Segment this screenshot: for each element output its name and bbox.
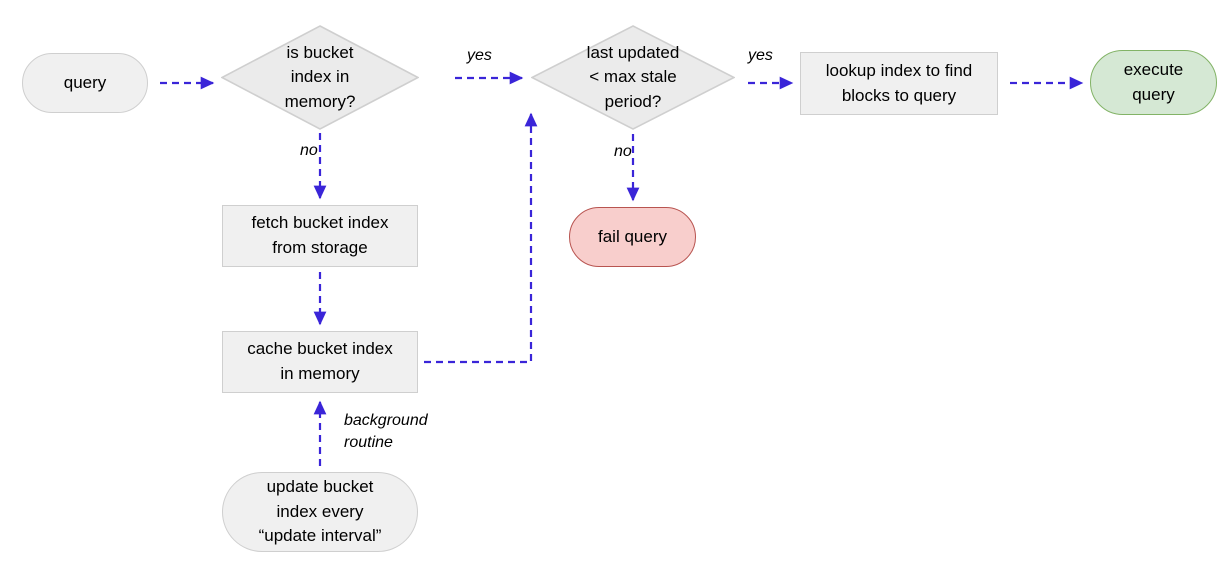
- edge-label-background-routine: background routine: [344, 412, 428, 451]
- node-fetch-bucket-index-label: fetch bucket index from storage: [251, 213, 389, 257]
- decision-diamond-shape: [531, 25, 735, 130]
- node-lookup-index-label: lookup index to find blocks to query: [825, 60, 973, 105]
- node-fetch-bucket-index-from-storage[interactable]: fetch bucket index from storage: [222, 205, 418, 267]
- node-update-bucket-index-label: update bucket index every “update interv…: [258, 477, 382, 546]
- node-is-bucket-index-in-memory-label: is bucket index in memory?: [284, 42, 356, 111]
- node-query[interactable]: query: [22, 53, 148, 113]
- node-query-label: query: [63, 72, 107, 92]
- node-last-updated-less-than-max-stale-period[interactable]: last updated < max stale period?: [531, 25, 735, 130]
- node-lookup-index-to-find-blocks[interactable]: lookup index to find blocks to query: [800, 52, 998, 115]
- edge-label-no-stale: no: [614, 143, 632, 160]
- node-last-updated-label: last updated < max stale period?: [586, 42, 680, 111]
- edge-cache-to-stale: [424, 112, 538, 364]
- node-cache-bucket-index-in-memory[interactable]: cache bucket index in memory: [222, 331, 418, 393]
- node-fail-query-label: fail query: [598, 226, 667, 246]
- node-fail-query[interactable]: fail query: [569, 207, 696, 267]
- node-execute-query[interactable]: execute query: [1090, 50, 1217, 115]
- node-is-bucket-index-in-memory[interactable]: is bucket index in memory?: [221, 25, 419, 130]
- node-execute-query-label: execute query: [1123, 59, 1184, 104]
- decision-diamond-shape: [221, 25, 419, 130]
- edge-label-yes-memory: yes: [467, 47, 492, 64]
- node-update-bucket-index-every-interval[interactable]: update bucket index every “update interv…: [222, 472, 418, 552]
- node-cache-bucket-index-label: cache bucket index in memory: [247, 339, 393, 383]
- edge-label-yes-stale: yes: [748, 47, 773, 64]
- edge-label-no-memory: no: [300, 142, 318, 159]
